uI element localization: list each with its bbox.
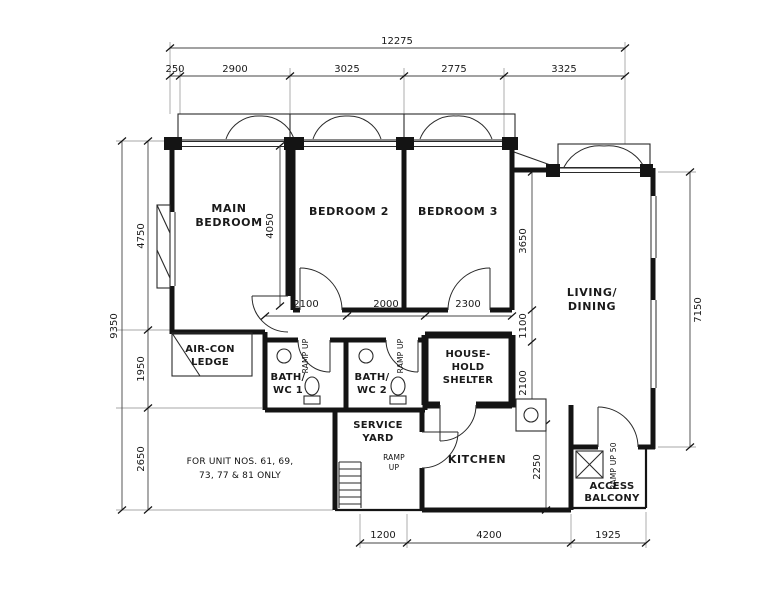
doors [251, 267, 639, 469]
household-shelter-walls [421, 331, 516, 409]
dimension-labels: 12275 250 2900 3025 2775 3325 9350 4750 … [109, 36, 704, 541]
dim-side-1: 1100 [518, 313, 529, 338]
label-ramp-balcony: RAMP UP 50 [609, 442, 618, 489]
label-service-yard-2: YARD [361, 433, 393, 444]
windows [156, 141, 657, 388]
label-bath1-2: WC 1 [273, 385, 303, 396]
label-ramp-kitchen: RAMP [383, 453, 405, 462]
dim-side-3: 2250 [532, 454, 543, 479]
bath1-fixtures [276, 348, 321, 405]
dim-left-total: 9350 [109, 313, 120, 338]
label-bedroom3: BEDROOM 3 [418, 205, 498, 218]
dim-left-2: 2650 [136, 446, 147, 471]
service-yard-door [421, 431, 459, 469]
label-kitchen: KITCHEN [448, 453, 506, 466]
shelter-door [439, 404, 477, 442]
dim-corridor-0: 2100 [293, 299, 318, 310]
bath1-door [297, 339, 331, 373]
kitchen-sink [515, 398, 547, 432]
dim-top-3: 2775 [441, 64, 466, 75]
note-line-2: 73, 77 & 81 ONLY [199, 471, 281, 481]
bedroom3-door [447, 267, 491, 311]
walls [164, 137, 656, 513]
label-main-bedroom-2: BEDROOM [195, 216, 262, 229]
label-balcony-2: BALCONY [584, 493, 640, 504]
main-bedroom-door [251, 295, 289, 333]
label-living-2: DINING [568, 300, 616, 313]
dim-bedroom-depth: 4050 [265, 213, 276, 238]
entrance-door [597, 406, 639, 448]
bedroom2-door [299, 267, 343, 311]
label-ramp-bath1: RAMP UP [301, 338, 310, 373]
room-labels: MAIN BEDROOM BEDROOM 2 BEDROOM 3 LIVING/… [185, 202, 640, 504]
dim-top-2: 3025 [334, 64, 359, 75]
dim-bottom-2: 1925 [595, 530, 620, 541]
dim-side-2: 2100 [518, 370, 529, 395]
laundry-rack [338, 461, 362, 508]
dim-left-0: 4750 [136, 223, 147, 248]
dim-corridor-2: 2300 [455, 299, 480, 310]
dim-top-0: 250 [165, 64, 184, 75]
dim-top-1: 2900 [222, 64, 247, 75]
label-bath1: BATH/ [271, 372, 306, 383]
dim-left-1: 1950 [136, 356, 147, 381]
bath2-fixtures [358, 348, 407, 405]
label-shelter: HOUSE- [446, 349, 491, 360]
dim-side-0: 3650 [518, 228, 529, 253]
note-line-1: FOR UNIT NOS. 61, 69, [187, 457, 294, 467]
dim-overall-width: 12275 [381, 36, 413, 47]
aircon-ledge [171, 332, 253, 377]
dim-right: 7150 [693, 297, 704, 322]
unit-note: FOR UNIT NOS. 61, 69, 73, 77 & 81 ONLY [187, 457, 294, 481]
label-shelter-3: SHELTER [443, 375, 494, 386]
label-living: LIVING/ [567, 286, 618, 299]
dim-bottom-1: 4200 [476, 530, 501, 541]
label-ramp-kitchen-2: UP [389, 463, 400, 472]
label-shelter-2: HOLD [452, 362, 485, 373]
dim-bottom-0: 1200 [370, 530, 395, 541]
dimension-lines [117, 43, 695, 548]
bath2-door [385, 339, 419, 373]
label-ramp-bath2: RAMP UP [396, 338, 405, 373]
label-aircon-2: LEDGE [191, 357, 229, 368]
ramp-labels: RAMP UP RAMP UP RAMP UP RAMP UP 50 [301, 338, 618, 489]
label-aircon: AIR-CON [185, 344, 235, 355]
washing-machine [575, 450, 604, 479]
label-main-bedroom: MAIN [211, 202, 246, 215]
label-bath2: BATH/ [355, 372, 390, 383]
label-bedroom2: BEDROOM 2 [309, 205, 389, 218]
dim-corridor-1: 2000 [373, 299, 398, 310]
label-balcony: ACCESS [589, 481, 634, 492]
fixtures [276, 348, 604, 508]
label-bath2-2: WC 2 [357, 385, 387, 396]
dim-top-4: 3325 [551, 64, 576, 75]
label-service-yard: SERVICE [353, 420, 402, 431]
